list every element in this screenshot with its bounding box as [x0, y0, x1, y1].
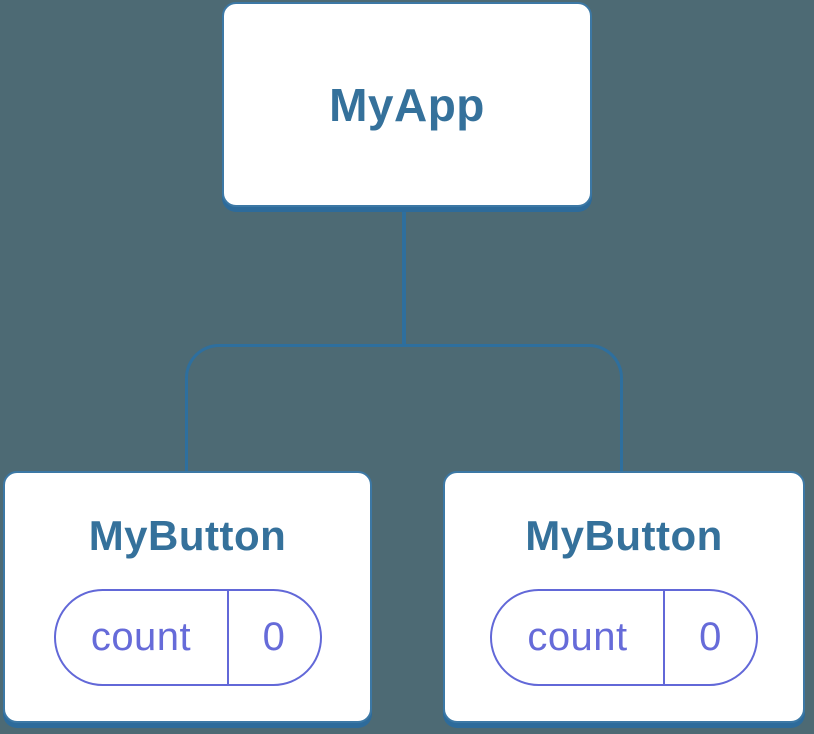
tree-node-child-right: MyButton count 0: [443, 471, 805, 723]
state-pill: count 0: [53, 589, 322, 687]
root-node-label: MyApp: [329, 78, 485, 131]
tree-node-child-left: MyButton count 0: [3, 471, 372, 723]
child-node-label: MyButton: [88, 512, 287, 559]
state-pill: count 0: [490, 589, 758, 687]
state-pill-value-cell: 0: [665, 591, 756, 684]
state-pill-name-cell: count: [56, 591, 229, 685]
state-value: 0: [262, 615, 286, 660]
child-node-label: MyButton: [525, 512, 723, 559]
state-pill-value-cell: 0: [229, 591, 320, 684]
state-name: count: [90, 615, 192, 660]
state-name: count: [527, 615, 628, 660]
tree-node-root: MyApp: [222, 2, 592, 207]
state-pill-name-cell: count: [492, 591, 665, 685]
state-value: 0: [699, 615, 722, 660]
children-connector-bracket: [185, 344, 623, 471]
root-connector-line: [402, 210, 406, 346]
